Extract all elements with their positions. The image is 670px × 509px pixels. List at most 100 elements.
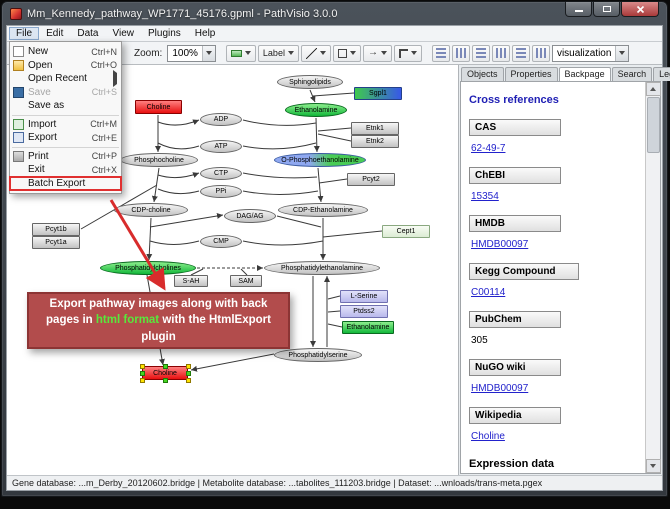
xref-value-wikipedia[interactable]: Choline <box>471 431 505 442</box>
line-tool[interactable] <box>300 44 331 62</box>
file-menu-item-save-as[interactable]: Save as <box>10 99 121 113</box>
pathway-canvas[interactable]: Export pathway images along with back pa… <box>7 65 459 475</box>
menubar-item-help[interactable]: Help <box>194 28 216 39</box>
xref-value-hmdb[interactable]: HMDB00097 <box>471 239 529 250</box>
pathway-node-phosphatidylserine[interactable]: Phosphatidylserine <box>274 348 362 362</box>
arrow-tool[interactable]: → <box>362 44 392 62</box>
shape-tool[interactable] <box>332 44 361 62</box>
pathway-node-ppi[interactable]: PPi <box>200 185 242 198</box>
pathway-node-cdp-choline[interactable]: CDP-choline <box>114 203 188 217</box>
scrollbar-thumb[interactable] <box>646 97 660 153</box>
menubar-item-data[interactable]: Data <box>77 28 99 39</box>
pathway-node-ethanolamine-mid[interactable]: Ethanolamine <box>342 321 394 334</box>
distribute-horizontal-button[interactable] <box>491 44 510 62</box>
pathway-node-cept1[interactable]: Cept1 <box>382 225 430 238</box>
menubar-item-view[interactable]: View <box>112 28 134 39</box>
zoom-dropdown-arrow[interactable] <box>201 45 215 61</box>
pathway-node-sphingolipids[interactable]: Sphingolipids <box>277 75 343 89</box>
align-vertical-button[interactable] <box>451 44 470 62</box>
pathway-edge <box>242 119 317 126</box>
pathway-node-sah[interactable]: S-AH <box>174 275 208 287</box>
pathway-node-phosphatidylcholines[interactable]: Phosphatidylcholines <box>100 261 196 275</box>
pathway-node-choline-selected[interactable]: Choline <box>140 364 191 383</box>
pathway-node-pcyt1a[interactable]: Pcyt1a <box>32 236 80 249</box>
pathway-edge <box>242 172 318 179</box>
datanode-tool[interactable] <box>225 44 256 62</box>
selection-handle[interactable] <box>186 378 191 383</box>
pathway-node-ctp[interactable]: CTP <box>200 167 242 180</box>
pathway-node-etnk1[interactable]: Etnk1 <box>351 122 399 135</box>
pathway-node-etnk2[interactable]: Etnk2 <box>351 135 399 148</box>
align-horizontal-button[interactable] <box>431 44 450 62</box>
selection-handle[interactable] <box>140 364 145 369</box>
xref-value-nugo-wiki[interactable]: HMDB00097 <box>471 383 529 394</box>
xref-source-nugo-wiki: NuGO wiki <box>469 359 561 376</box>
menubar-item-edit[interactable]: Edit <box>46 28 64 39</box>
stack-button[interactable] <box>531 44 550 62</box>
pathway-node-adp[interactable]: ADP <box>200 113 242 126</box>
title-bar[interactable]: Mm_Kennedy_pathway_WP1771_45176.gpml - P… <box>2 2 667 25</box>
pathway-node-choline-top[interactable]: Choline <box>135 100 182 114</box>
file-menu-item-open-recent[interactable]: Open Recent <box>10 70 121 88</box>
pathway-node-dag[interactable]: DAG/AG <box>224 209 276 223</box>
scroll-up-button[interactable] <box>645 82 661 96</box>
selection-handle[interactable] <box>163 378 168 383</box>
pathway-edge <box>242 142 317 150</box>
menubar-item-file[interactable]: File <box>9 27 40 40</box>
selection-handle[interactable] <box>140 371 145 376</box>
scroll-down-button[interactable] <box>645 459 661 473</box>
selection-handle[interactable] <box>186 364 191 369</box>
pathway-node-pcyt1b[interactable]: Pcyt1b <box>32 223 80 236</box>
tab-backpage[interactable]: Backpage <box>558 67 611 81</box>
align-top-button[interactable] <box>471 44 490 62</box>
selection-handle[interactable] <box>140 378 145 383</box>
xref-value-cas[interactable]: 62-49-7 <box>471 143 506 154</box>
visualization-combobox[interactable]: visualization <box>551 44 630 62</box>
xref-value-kegg-compound[interactable]: C00114 <box>471 287 506 298</box>
chevron-down-icon <box>319 51 326 55</box>
selection-handle[interactable] <box>186 371 191 376</box>
pathway-node-o-phosphoethanolamine[interactable]: O-Phosphoethanolamine <box>274 153 366 167</box>
close-button[interactable] <box>621 2 659 17</box>
close-icon <box>636 5 644 13</box>
pathway-node-sgpl1[interactable]: Sgpl1 <box>354 87 402 100</box>
pathway-node-phosphocholine[interactable]: Phosphocholine <box>120 153 198 167</box>
pathway-node-cdp-ethanolamine[interactable]: CDP-Ethanolamine <box>278 203 368 217</box>
pathway-edge <box>327 323 343 328</box>
file-menu-item-batch-export[interactable]: Batch Export <box>9 175 122 191</box>
sidebar-scrollbar[interactable] <box>645 82 661 473</box>
selection-handle[interactable] <box>163 364 168 369</box>
pathway-node-phosphatidylethanolamine[interactable]: Phosphatidylethanolamine <box>264 261 380 275</box>
menu-separator <box>12 114 119 116</box>
pathway-node-ethanolamine-top[interactable]: Ethanolamine <box>285 103 347 117</box>
visualization-dropdown-arrow[interactable] <box>615 45 629 61</box>
menubar-item-plugins[interactable]: Plugins <box>147 28 181 39</box>
pathway-node-l-serine[interactable]: L-Serine <box>340 290 388 303</box>
tab-objects[interactable]: Objects <box>461 67 504 81</box>
distribute-vertical-button[interactable] <box>511 44 530 62</box>
pathway-node-atp[interactable]: ATP <box>200 140 242 153</box>
xref-value-chebi[interactable]: 15354 <box>471 191 499 202</box>
pathway-node-pcyt2[interactable]: Pcyt2 <box>347 173 395 186</box>
window-controls <box>564 2 659 17</box>
tab-search[interactable]: Search <box>611 67 653 81</box>
minimize-button[interactable] <box>565 2 592 17</box>
pathway-node-sam[interactable]: SAM <box>230 275 262 287</box>
label-tool[interactable]: Label <box>257 44 299 62</box>
maximize-button[interactable] <box>593 2 620 17</box>
connector-tool[interactable] <box>393 44 422 62</box>
pathway-node-cmp[interactable]: CMP <box>200 235 242 248</box>
tab-legend[interactable]: Legend <box>653 67 670 81</box>
zoom-combobox[interactable]: 100% <box>167 44 216 62</box>
tab-properties[interactable]: Properties <box>504 67 558 81</box>
pathway-node-ptdss2[interactable]: Ptdss2 <box>340 305 388 318</box>
menu-item-shortcut: Ctrl+X <box>91 164 117 175</box>
pathway-edge <box>157 142 200 150</box>
